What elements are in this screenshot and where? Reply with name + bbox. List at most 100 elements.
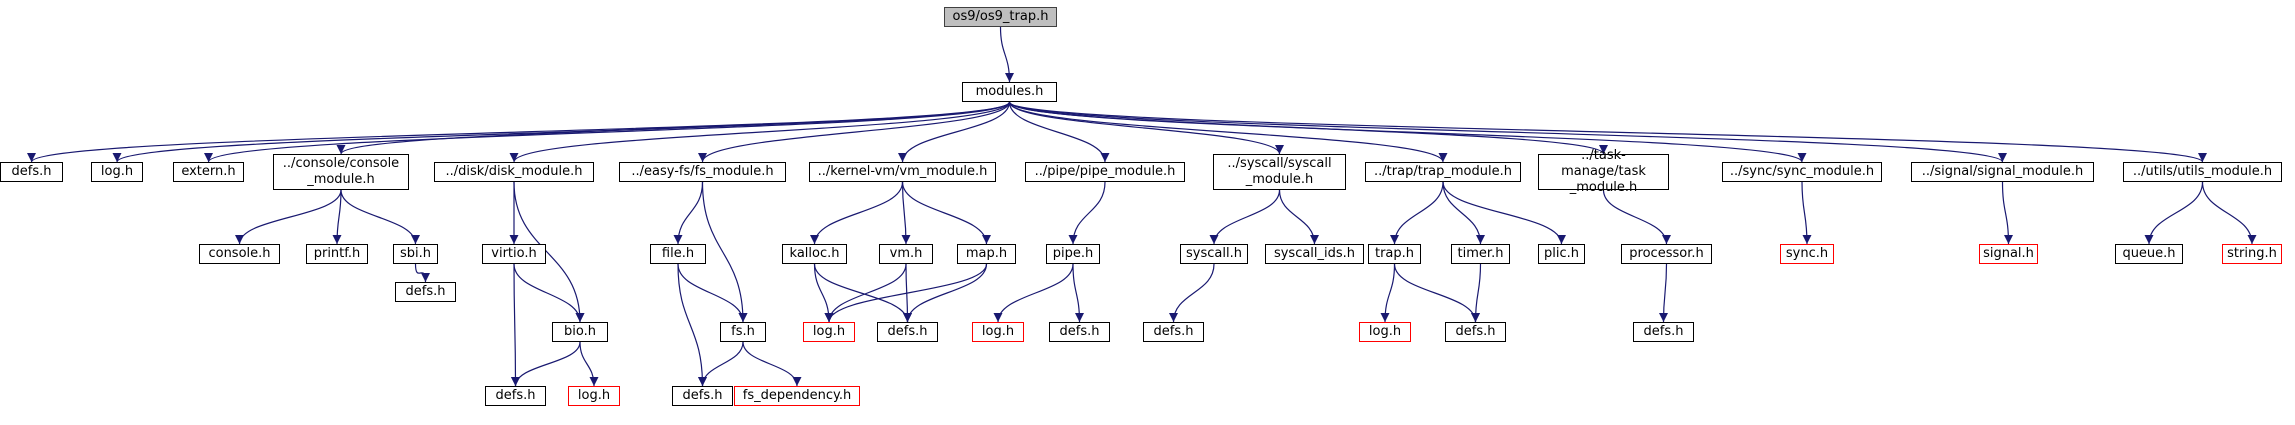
node-root[interactable]: os9/os9_trap.h — [944, 7, 1057, 27]
edge-sbi-to-sbi-defs — [414, 263, 430, 283]
edge-pipe-module-to-pipe — [1068, 181, 1106, 245]
node-vm[interactable]: vm.h — [879, 244, 933, 264]
node-syscall-defs[interactable]: defs.h — [1143, 322, 1204, 342]
node-sync-module[interactable]: ../sync/sync_module.h — [1722, 162, 1882, 182]
edge-bio-to-disk-log — [579, 341, 599, 387]
node-vm-module[interactable]: ../kernel-vm/vm_module.h — [809, 162, 996, 182]
node-log-a[interactable]: log.h — [91, 162, 143, 182]
edge-syscall-module-to-syscall-ids — [1278, 189, 1319, 245]
node-fs-module[interactable]: ../easy-fs/fs_module.h — [619, 162, 786, 182]
node-kalloc[interactable]: kalloc.h — [782, 244, 847, 264]
node-sbi[interactable]: sbi.h — [393, 244, 438, 264]
edge-modules-to-console-module — [336, 101, 1011, 155]
node-map[interactable]: map.h — [957, 244, 1016, 264]
node-disk-log[interactable]: log.h — [568, 386, 620, 406]
node-proc-defs[interactable]: defs.h — [1633, 322, 1694, 342]
edge-modules-to-utils-module — [1008, 101, 2207, 163]
edge-modules-to-trap-module — [1008, 101, 1448, 163]
node-fs-defs[interactable]: defs.h — [672, 386, 733, 406]
edge-fs-module-to-fs — [701, 181, 748, 323]
edge-pipe-to-pipe-log — [993, 263, 1074, 323]
node-syscall-module[interactable]: ../syscall/syscall _module.h — [1213, 154, 1346, 190]
edge-vm-to-vm-log — [824, 263, 907, 323]
node-trap-log[interactable]: log.h — [1359, 322, 1411, 342]
edge-modules-to-signal-module — [1008, 101, 2007, 163]
node-console[interactable]: console.h — [199, 244, 280, 264]
node-pipe-log[interactable]: log.h — [972, 322, 1024, 342]
node-disk-module[interactable]: ../disk/disk_module.h — [434, 162, 594, 182]
node-string[interactable]: string.h — [2222, 244, 2282, 264]
edge-fs-to-fs-defs — [698, 341, 744, 387]
node-modules[interactable]: modules.h — [962, 82, 1057, 102]
edge-modules-to-fs-module — [698, 101, 1011, 163]
node-signal-module[interactable]: ../signal/signal_module.h — [1911, 162, 2094, 182]
edge-map-to-vm-defs — [903, 263, 988, 323]
node-disk-defs[interactable]: defs.h — [485, 386, 546, 406]
node-vm-log[interactable]: log.h — [803, 322, 855, 342]
node-file[interactable]: file.h — [650, 244, 706, 264]
edge-virtio-to-disk-defs — [510, 263, 520, 387]
node-syscall[interactable]: syscall.h — [1180, 244, 1248, 264]
node-sync[interactable]: sync.h — [1780, 244, 1834, 264]
node-plic[interactable]: plic.h — [1538, 244, 1585, 264]
edge-trap-module-to-trap — [1390, 181, 1444, 245]
edge-trap-module-to-timer — [1442, 181, 1485, 245]
edge-modules-to-defs-a — [27, 101, 1011, 163]
edge-file-to-fs-defs — [677, 263, 707, 387]
node-queue[interactable]: queue.h — [2115, 244, 2183, 264]
edge-utils-module-to-queue — [2144, 181, 2204, 245]
edge-sync-module-to-sync — [1801, 181, 1812, 245]
edge-console-module-to-console — [235, 189, 342, 245]
node-pipe-defs[interactable]: defs.h — [1049, 322, 1110, 342]
node-fs-dep[interactable]: fs_dependency.h — [734, 386, 860, 406]
edge-modules-to-disk-module — [509, 101, 1011, 163]
edge-pipe-to-pipe-defs — [1072, 263, 1084, 323]
node-pipe-module[interactable]: ../pipe/pipe_module.h — [1025, 162, 1185, 182]
node-console-module[interactable]: ../console/console _module.h — [273, 154, 409, 190]
edge-modules-to-vm-module — [898, 101, 1011, 163]
edge-timer-to-trap-defs — [1471, 263, 1482, 323]
node-timer[interactable]: timer.h — [1451, 244, 1510, 264]
edge-syscall-module-to-syscall — [1209, 189, 1281, 245]
node-virtio[interactable]: virtio.h — [482, 244, 546, 264]
edge-file-to-fs — [677, 263, 748, 323]
edge-modules-to-pipe-module — [1008, 101, 1110, 163]
node-vm-defs[interactable]: defs.h — [877, 322, 938, 342]
edge-syscall-to-syscall-defs — [1169, 263, 1215, 323]
edge-console-module-to-printf — [332, 189, 342, 245]
node-trap-module[interactable]: ../trap/trap_module.h — [1365, 162, 1521, 182]
edge-fs-to-fs-dep — [742, 341, 802, 387]
edge-fs-module-to-file — [673, 181, 704, 245]
edge-vm-module-to-vm — [901, 181, 911, 245]
edge-task-module-to-processor — [1602, 189, 1671, 245]
node-sbi-defs[interactable]: defs.h — [395, 282, 456, 302]
edge-root-to-modules — [999, 26, 1014, 83]
edge-kalloc-to-vm-log — [813, 263, 834, 323]
node-defs-a[interactable]: defs.h — [0, 162, 63, 182]
edge-vm-module-to-map — [901, 181, 991, 245]
node-bio[interactable]: bio.h — [552, 322, 608, 342]
edge-signal-module-to-signal — [2001, 181, 2013, 245]
edge-console-module-to-sbi — [340, 189, 420, 245]
node-syscall-ids[interactable]: syscall_ids.h — [1265, 244, 1364, 264]
node-signal[interactable]: signal.h — [1979, 244, 2038, 264]
edge-vm-module-to-kalloc — [810, 181, 904, 245]
node-pipe[interactable]: pipe.h — [1046, 244, 1100, 264]
node-task-module[interactable]: ../task-manage/task _module.h — [1538, 148, 1669, 195]
node-processor[interactable]: processor.h — [1621, 244, 1712, 264]
node-printf[interactable]: printf.h — [306, 244, 368, 264]
edge-map-to-vm-log — [824, 263, 988, 323]
node-utils-module[interactable]: ../utils/utils_module.h — [2123, 162, 2282, 182]
edge-trap-to-trap-log — [1380, 263, 1396, 323]
node-fs[interactable]: fs.h — [720, 322, 766, 342]
node-trap-defs[interactable]: defs.h — [1445, 322, 1506, 342]
node-trap[interactable]: trap.h — [1368, 244, 1421, 264]
edge-utils-module-to-string — [2201, 181, 2257, 245]
edge-modules-to-sync-module — [1008, 101, 1807, 163]
node-extern[interactable]: extern.h — [173, 162, 244, 182]
edge-processor-to-proc-defs — [1659, 263, 1669, 323]
edge-modules-to-extern — [204, 101, 1011, 163]
edge-trap-module-to-plic — [1442, 181, 1566, 245]
edge-trap-to-trap-defs — [1393, 263, 1480, 323]
